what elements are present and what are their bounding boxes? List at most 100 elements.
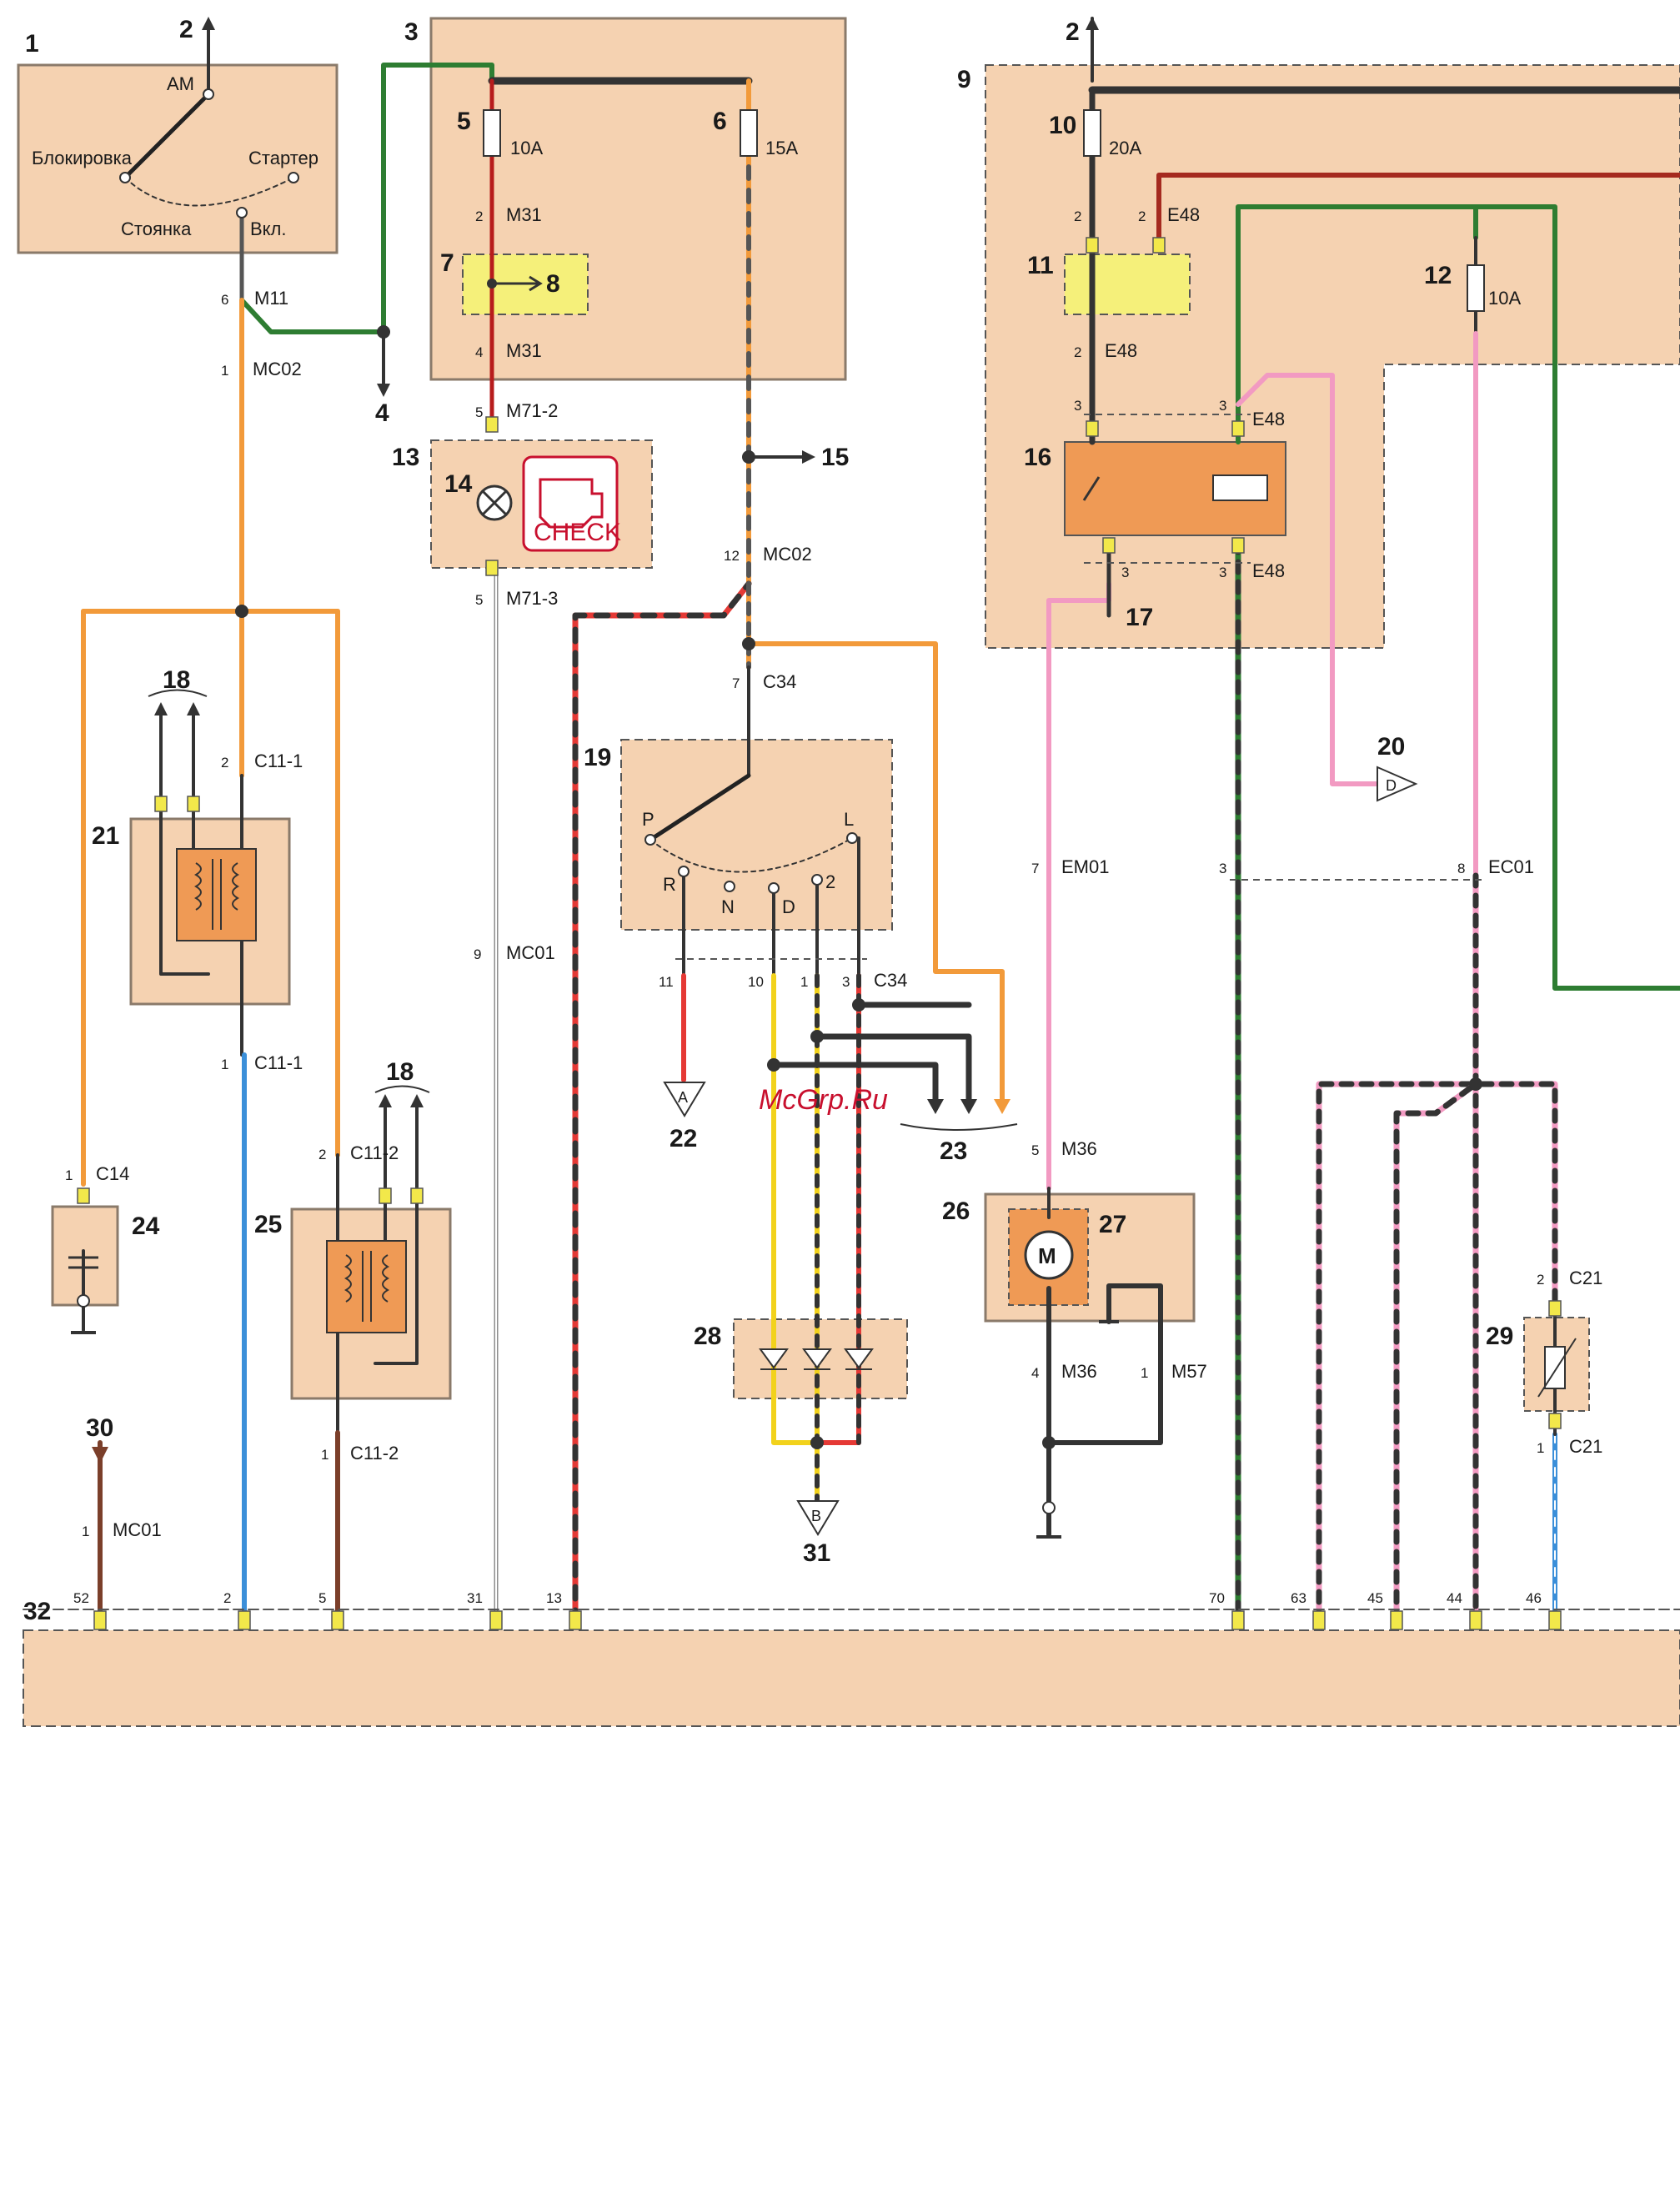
component-17: 17 xyxy=(1126,604,1153,631)
relay-16-coil-icon xyxy=(1212,474,1268,501)
junction-dot xyxy=(742,450,755,464)
fuse-10-icon xyxy=(1083,109,1101,157)
component-20: 20 xyxy=(1377,733,1405,761)
ecu-pin-label-46: 46 xyxy=(1526,1590,1542,1606)
switch-lock-label: Блокировка xyxy=(32,148,133,168)
ecu-pin-52 xyxy=(93,1610,107,1630)
connector-c11-2-a: C11-2 xyxy=(350,1142,399,1163)
connector-mc01-b: MC01 xyxy=(113,1519,162,1540)
ground-triangle-a-icon xyxy=(663,1082,706,1117)
wire-pink-to-20 xyxy=(1236,373,1378,786)
pin-e48-3b: 3 xyxy=(1219,398,1226,414)
diode-2-icon xyxy=(802,1348,832,1370)
component-10: 10 xyxy=(1049,112,1076,139)
ecu-pin-45 xyxy=(1390,1610,1403,1630)
switch-on-contact-icon xyxy=(236,207,248,218)
component-31: 31 xyxy=(803,1539,830,1567)
connector-ec01: EC01 xyxy=(1488,856,1534,877)
connector-e48-a: E48 xyxy=(1167,204,1200,225)
motor-label: M xyxy=(1038,1243,1056,1268)
component-23: 23 xyxy=(940,1137,967,1165)
sensor-21-coil-icon xyxy=(176,848,257,941)
pin-c34-7: 7 xyxy=(732,675,740,691)
component-21: 21 xyxy=(92,822,119,850)
ecu-pin-label-52: 52 xyxy=(73,1590,89,1606)
component-13: 13 xyxy=(392,444,419,471)
selector-d-contact-icon xyxy=(768,882,780,894)
terminal-marker xyxy=(379,1187,392,1204)
terminal-marker xyxy=(1086,420,1099,437)
pin-mc01-9: 9 xyxy=(474,946,481,962)
arrow-down-23b-icon xyxy=(960,1099,977,1114)
connector-m11: M11 xyxy=(254,288,288,309)
selector-r-label: R xyxy=(663,874,676,895)
pin-e48-3a: 3 xyxy=(1074,398,1081,414)
junction-dot xyxy=(1469,1077,1482,1091)
wire-pink-black-45-stripe xyxy=(1393,1081,1479,1625)
connector-mc02-a: MC02 xyxy=(253,359,302,379)
ground-triangle-d-icon xyxy=(1377,766,1418,802)
sensor-21-winding-icon xyxy=(194,859,239,930)
pin-mc02-12: 12 xyxy=(724,548,740,564)
terminal-marker xyxy=(1102,537,1116,554)
ecu-pin-2 xyxy=(238,1610,251,1630)
terminal-marker xyxy=(1152,237,1166,254)
ecu-32-box xyxy=(23,1629,1680,1727)
terminal-marker xyxy=(485,560,499,576)
connector-m31-top: M31 xyxy=(506,204,542,225)
arrow-up-2b-icon xyxy=(1086,17,1099,30)
pin-mc02-1: 1 xyxy=(221,363,228,379)
component-7: 7 xyxy=(440,249,454,277)
switch-lock-contact-icon xyxy=(119,172,131,183)
component-22: 22 xyxy=(669,1125,697,1152)
switch-starter-label: Стартер xyxy=(248,148,318,168)
component-3: 3 xyxy=(404,18,419,46)
fuse-6-rating: 15A xyxy=(765,138,798,158)
component-11: 11 xyxy=(1027,252,1054,279)
connector-m36-a: M36 xyxy=(1061,1138,1097,1159)
pin-m31-2: 2 xyxy=(475,208,483,224)
ecu-pin-70 xyxy=(1231,1610,1245,1630)
selector-r-contact-icon xyxy=(678,866,690,877)
pin-ec01-8: 8 xyxy=(1457,861,1465,876)
component-24: 24 xyxy=(132,1212,160,1240)
wire-pink-em01 xyxy=(1046,581,1111,1191)
connector-c21-b: C21 xyxy=(1569,1436,1602,1457)
pin-e48-2b: 2 xyxy=(1138,208,1146,224)
pin-m57: 1 xyxy=(1141,1365,1148,1381)
sensor-25-coil-icon xyxy=(326,1240,407,1333)
ecu-pin-label-2: 2 xyxy=(223,1590,231,1606)
fuse-12-rating: 10A xyxy=(1488,288,1521,309)
motor-ground-terminal-icon xyxy=(1042,1501,1056,1514)
arrow-up-18b-left-icon xyxy=(379,1094,392,1107)
component-14: 14 xyxy=(444,470,473,498)
pin-e48-3c: 3 xyxy=(1121,565,1129,580)
pin-m71-5a: 5 xyxy=(475,404,483,420)
pin-e48-3d: 3 xyxy=(1219,565,1226,580)
pin-m36-5: 5 xyxy=(1031,1142,1039,1158)
arrow-up-18a-right-icon xyxy=(187,702,200,715)
terminal-marker xyxy=(77,1187,90,1204)
connector-m71-3: M71-3 xyxy=(506,588,558,609)
brace-23-icon xyxy=(900,1123,1018,1131)
brace-18b-icon xyxy=(374,1085,430,1093)
fuse-12-icon xyxy=(1467,264,1485,312)
pin-mc01-1: 1 xyxy=(82,1524,89,1539)
junction-dot xyxy=(1042,1436,1056,1449)
capacitor-terminal-icon xyxy=(77,1294,90,1308)
connector-m57: M57 xyxy=(1171,1361,1207,1382)
engine-outline-icon xyxy=(539,478,604,529)
arrow-right-15-icon xyxy=(802,450,815,464)
pin-c11-2-2: 2 xyxy=(318,1147,326,1162)
selector-l-contact-icon xyxy=(846,832,858,844)
diode-3-icon xyxy=(844,1348,874,1370)
terminal-marker xyxy=(1231,537,1245,554)
component-18a: 18 xyxy=(163,666,190,694)
selector-p-label: P xyxy=(642,809,654,830)
relay-11-box xyxy=(1064,254,1191,315)
ecu-pin-44 xyxy=(1469,1610,1482,1630)
check-engine-label: CHECK xyxy=(534,519,621,546)
wire-pink-black-bus xyxy=(1316,1081,1558,1625)
terminal-marker xyxy=(485,416,499,433)
